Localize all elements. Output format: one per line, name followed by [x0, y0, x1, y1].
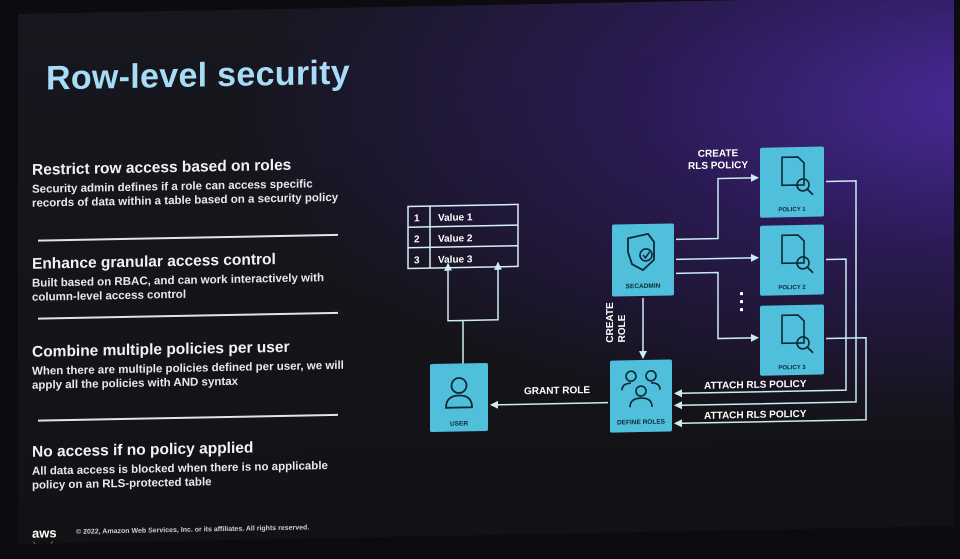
attach-rls-policy-label: ATTACH RLS POLICY [704, 409, 807, 422]
document-search-icon [781, 234, 805, 265]
policy-label: POLICY 2 [778, 285, 806, 292]
define-roles-box: DEFINE ROLES [610, 359, 672, 433]
create-rls-policy-label: RLS POLICY [688, 160, 748, 172]
define-roles-label: DEFINE ROLES [617, 419, 666, 427]
check-icon [639, 248, 653, 262]
table-cell-value: Value 1 [438, 212, 473, 224]
create-rls-policy-label: CREATE [698, 148, 739, 160]
secadmin-box: SECADMIN [612, 223, 674, 297]
grant-role-arrow [490, 400, 608, 409]
create-role-label-group: CREATE ROLE [605, 302, 628, 343]
grant-role-label: GRANT ROLE [524, 385, 590, 397]
attach-policy-arrows [674, 180, 867, 428]
document-search-icon [781, 156, 805, 187]
create-role-label: CREATE [605, 302, 616, 343]
ellipsis-dots [740, 292, 743, 312]
policy-box-1: POLICY 1 [760, 146, 824, 218]
policy-box-3: POLICY 3 [760, 304, 824, 376]
create-policy-arrows [676, 173, 759, 342]
table-cell-value: Value 2 [438, 233, 473, 245]
policy-box-2: POLICY 2 [760, 224, 824, 296]
rls-diagram: 1 Value 1 2 Value 2 3 Value 3 USER SECAD… [407, 146, 867, 433]
policy-label: POLICY 3 [778, 365, 806, 372]
table-cell-value: Value 3 [438, 254, 473, 266]
user-box: USER [430, 363, 488, 433]
create-role-label: ROLE [617, 314, 628, 342]
slide: Row-level security Restrict row access b… [18, 0, 954, 544]
policy-label: POLICY 1 [778, 207, 806, 214]
user-table-connector [444, 261, 502, 364]
group-icon [621, 370, 661, 408]
document-search-icon [781, 314, 805, 345]
data-table: 1 Value 1 2 Value 2 3 Value 3 [407, 203, 519, 270]
table-row-number: 2 [414, 234, 420, 245]
secadmin-label: SECADMIN [626, 283, 661, 291]
user-icon [450, 377, 468, 394]
table-row-number: 1 [414, 213, 420, 224]
user-label: USER [450, 420, 468, 427]
attach-rls-policy-label: ATTACH RLS POLICY [704, 379, 807, 392]
table-row-number: 3 [414, 255, 420, 266]
shield-icon [627, 232, 655, 272]
